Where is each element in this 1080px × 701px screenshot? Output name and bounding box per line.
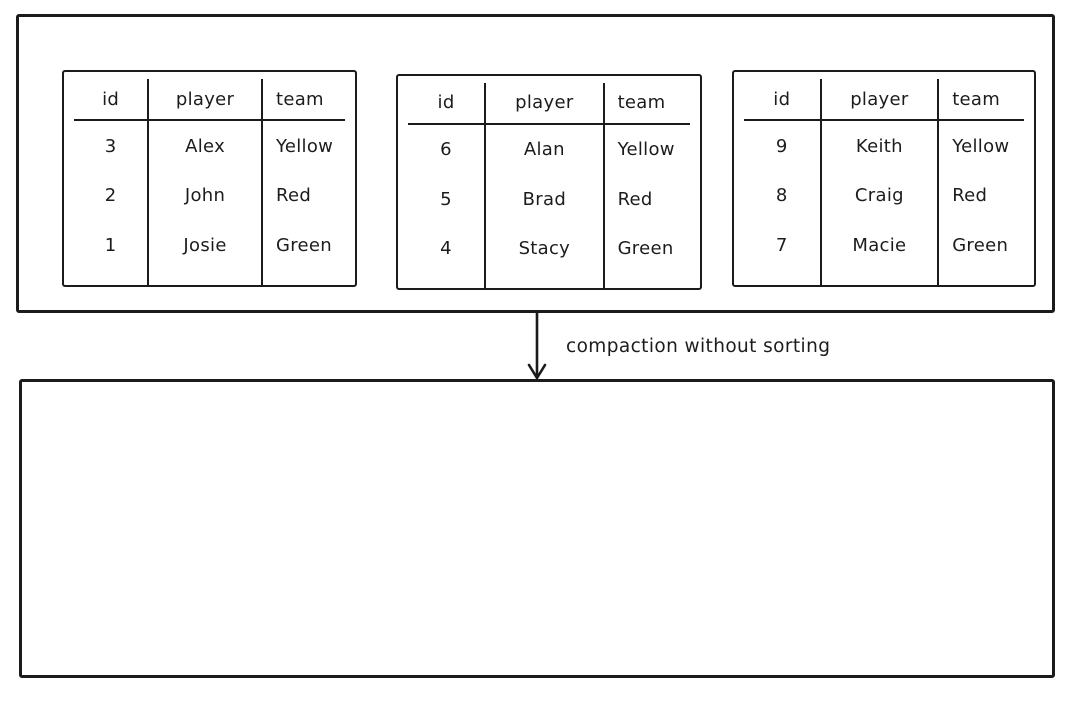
cell-team: Yellow — [937, 121, 1024, 171]
cell-player: Keith — [819, 121, 938, 171]
arrow-label: compaction without sorting — [566, 336, 831, 357]
cell-team: Green — [260, 220, 345, 271]
cell-player: Alex — [147, 121, 261, 171]
cell-id: 7 — [775, 235, 788, 257]
cell-team: Red — [602, 174, 690, 225]
cell-team: Green — [602, 224, 690, 274]
column-header-player: player — [147, 79, 261, 122]
cell-team: Yellow — [602, 124, 690, 175]
separator-segment — [937, 270, 1024, 286]
cell-id: 5 — [440, 188, 452, 210]
cell-id: 8 — [775, 185, 788, 207]
column-header-team: team — [602, 83, 690, 125]
column-header-player: player — [484, 83, 603, 125]
cell-player: Stacy — [484, 224, 602, 274]
column-header-team: team — [260, 79, 345, 122]
column-header-player: player — [819, 79, 938, 122]
cell-player: Craig — [819, 170, 938, 221]
cell-id: 1 — [104, 235, 117, 257]
separator-segment — [484, 273, 602, 288]
cell-player: Josie — [147, 220, 261, 271]
column-separator-extension — [744, 270, 1024, 286]
column-separator-extension — [74, 270, 345, 286]
cell-team: Red — [260, 170, 345, 221]
cell-team: Green — [937, 220, 1024, 271]
separator-segment — [819, 270, 938, 286]
cell-player: John — [147, 170, 261, 221]
separator-segment — [74, 271, 147, 285]
column-separator-extension — [408, 273, 690, 288]
separator-segment — [147, 270, 261, 286]
separator-segment — [602, 273, 690, 288]
cell-id: 2 — [104, 185, 117, 207]
column-header-id: id — [408, 83, 485, 125]
cell-id: 6 — [440, 139, 452, 161]
separator-segment — [408, 274, 484, 288]
column-header-id: id — [744, 79, 820, 122]
cell-team: Yellow — [260, 121, 345, 171]
separator-segment — [744, 271, 820, 285]
column-header-id: id — [74, 79, 148, 122]
cell-id: 3 — [104, 135, 117, 157]
cell-player: Macie — [819, 220, 938, 271]
column-header-team: team — [937, 79, 1024, 122]
cell-id: 9 — [775, 135, 788, 157]
separator-segment — [260, 270, 345, 286]
down-arrow-icon — [526, 312, 548, 380]
cell-id: 4 — [440, 238, 452, 260]
cell-team: Red — [937, 170, 1024, 221]
cell-player: Alan — [484, 124, 602, 175]
cell-player: Brad — [484, 174, 602, 225]
post-compaction-group: idplayerteam3AlexYellow2JohnRed1JosieGre… — [19, 379, 1055, 678]
